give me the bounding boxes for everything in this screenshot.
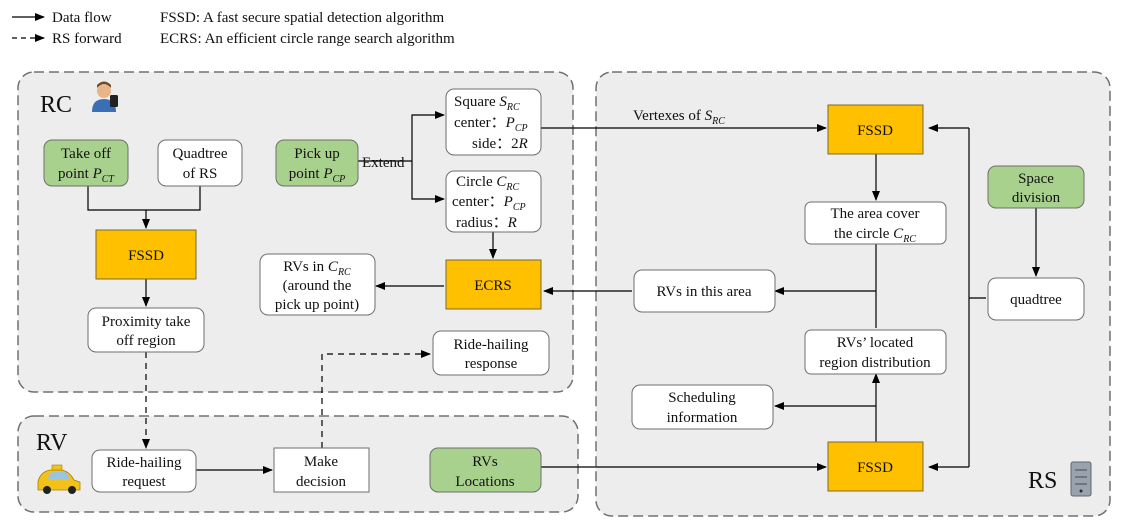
svg-text:point PCP: point PCP bbox=[289, 166, 346, 185]
svg-text:Locations: Locations bbox=[455, 474, 514, 490]
connectors bbox=[87, 111, 1040, 474]
svg-text:center：PCP: center：PCP bbox=[454, 115, 528, 134]
fssd-rc-box: FSSD bbox=[95, 229, 197, 280]
svg-text:decision: decision bbox=[296, 474, 346, 490]
svg-text:RVs: RVs bbox=[472, 454, 498, 470]
legend: Data flow RS forward FSSD: A fast secure… bbox=[12, 10, 455, 47]
takeoff-point-box: Take off point PCT bbox=[43, 139, 129, 187]
fssd-rs-bottom-box: FSSD bbox=[827, 441, 924, 492]
svg-text:Take off: Take off bbox=[61, 146, 111, 162]
fssd-rs-top-box: FSSD bbox=[827, 104, 924, 155]
space-division-box: Space division bbox=[987, 165, 1085, 209]
rvs-locations-box: RVs Locations bbox=[429, 447, 542, 493]
ride-hailing-request-box: Ride-hailing request bbox=[91, 449, 197, 493]
proximity-takeoff-region-box: Proximity take off region bbox=[87, 307, 205, 353]
svg-text:RVs in CRC: RVs in CRC bbox=[283, 259, 351, 278]
svg-text:of RS: of RS bbox=[183, 166, 218, 182]
svg-text:division: division bbox=[1012, 190, 1061, 206]
person-icon bbox=[92, 81, 118, 112]
svg-text:center：PCP: center：PCP bbox=[452, 194, 526, 213]
svg-text:Quadtree: Quadtree bbox=[173, 146, 228, 162]
svg-text:response: response bbox=[465, 356, 518, 372]
svg-text:Circle CRC: Circle CRC bbox=[456, 174, 520, 193]
extend-label: Extend bbox=[362, 155, 405, 171]
svg-text:pick up point): pick up point) bbox=[275, 297, 359, 313]
svg-text:FSSD: FSSD bbox=[857, 460, 893, 476]
svg-text:side：2R: side：2R bbox=[472, 136, 528, 152]
svg-text:Pick up: Pick up bbox=[294, 146, 339, 162]
svg-text:Ride-hailing: Ride-hailing bbox=[107, 455, 182, 471]
svg-text:(around the: (around the bbox=[283, 278, 352, 294]
rvs-located-region-box: RVs’ located region distribution bbox=[804, 329, 947, 375]
legend-data-flow: Data flow bbox=[52, 10, 112, 26]
svg-text:RVs in this area: RVs in this area bbox=[656, 284, 751, 300]
svg-text:Proximity take: Proximity take bbox=[102, 314, 191, 330]
svg-text:Square SRC: Square SRC bbox=[454, 94, 520, 113]
legend-rs-forward: RS forward bbox=[52, 31, 122, 47]
svg-text:Scheduling: Scheduling bbox=[668, 390, 736, 406]
rvs-in-this-area-box: RVs in this area bbox=[633, 269, 776, 313]
svg-text:ECRS: ECRS bbox=[474, 278, 512, 294]
rs-label: RS bbox=[1028, 468, 1057, 494]
legend-fssd-definition: FSSD: A fast secure spatial detection al… bbox=[160, 10, 444, 26]
server-icon bbox=[1070, 461, 1092, 497]
svg-text:radius：R: radius：R bbox=[456, 215, 517, 231]
svg-text:the circle CRC: the circle CRC bbox=[834, 226, 916, 245]
svg-text:RVs’ located: RVs’ located bbox=[837, 335, 914, 351]
vertexes-label: Vertexes of SRC bbox=[633, 108, 725, 127]
rv-label: RV bbox=[36, 430, 68, 456]
rc-label: RC bbox=[40, 92, 72, 118]
pickup-point-box: Pick up point PCP bbox=[275, 139, 359, 187]
area-cover-box: The area cover the circle CRC bbox=[804, 201, 947, 245]
svg-text:Make: Make bbox=[304, 454, 338, 470]
rvs-in-crc-box: RVs in CRC (around the pick up point) bbox=[259, 253, 376, 316]
svg-text:off region: off region bbox=[116, 333, 176, 349]
svg-text:information: information bbox=[667, 410, 738, 426]
quadtree-box: quadtree bbox=[987, 277, 1085, 321]
make-decision-box: Make decision bbox=[273, 447, 370, 493]
svg-text:Space: Space bbox=[1018, 171, 1054, 187]
taxi-icon bbox=[37, 464, 81, 494]
quadtree-of-rs-box: Quadtree of RS bbox=[157, 139, 243, 187]
svg-text:point PCT: point PCT bbox=[58, 166, 115, 185]
svg-text:request: request bbox=[122, 474, 166, 490]
svg-text:FSSD: FSSD bbox=[857, 123, 893, 139]
ride-hailing-response-box: Ride-hailing response bbox=[432, 330, 550, 376]
scheduling-information-box: Scheduling information bbox=[631, 384, 774, 430]
square-box: Square SRC center：PCP side：2R bbox=[445, 88, 542, 156]
svg-text:region distribution: region distribution bbox=[819, 355, 931, 371]
ecrs-box: ECRS bbox=[445, 259, 542, 310]
svg-text:FSSD: FSSD bbox=[128, 248, 164, 264]
svg-text:Ride-hailing: Ride-hailing bbox=[454, 337, 529, 353]
circle-box: Circle CRC center：PCP radius：R bbox=[445, 170, 542, 233]
legend-ecrs-definition: ECRS: An efficient circle range search a… bbox=[160, 31, 455, 47]
svg-text:quadtree: quadtree bbox=[1010, 292, 1062, 308]
svg-text:The area cover: The area cover bbox=[830, 206, 919, 222]
